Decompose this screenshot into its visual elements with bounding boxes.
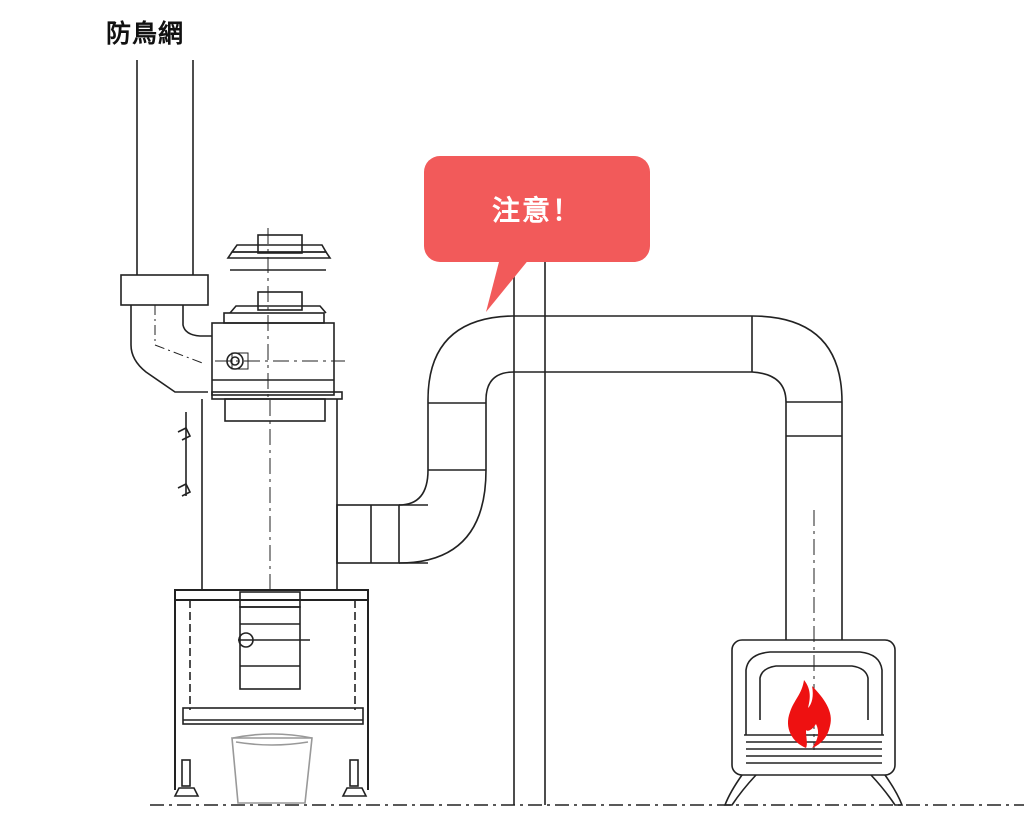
exhaust-stack [120, 60, 212, 393]
bird-net-label: 防鳥網 [106, 19, 185, 48]
flame-icon [787, 680, 831, 748]
separator-body [177, 391, 400, 590]
callout-pointer [486, 258, 530, 312]
caution-text: 注意！ [491, 194, 582, 227]
caution-callout: 注意！ [424, 156, 650, 262]
wall [513, 262, 546, 805]
fan-unit [211, 228, 345, 400]
wood-stove [723, 639, 904, 806]
stand [173, 589, 369, 804]
duct [398, 315, 843, 750]
